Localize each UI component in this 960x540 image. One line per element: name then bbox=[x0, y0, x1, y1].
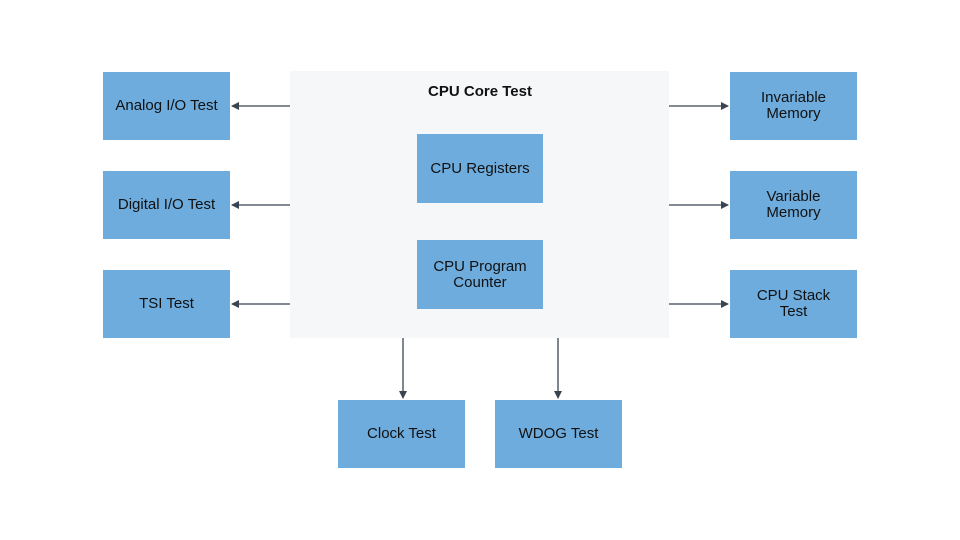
analog-io-test-box: Analog I/O Test bbox=[103, 72, 230, 140]
cpu-stack-test-box: CPU Stack Test bbox=[730, 270, 857, 338]
variable-memory-label: Variable Memory bbox=[766, 188, 821, 221]
digital-io-test-label: Digital I/O Test bbox=[117, 196, 216, 213]
analog-io-test-label: Analog I/O Test bbox=[115, 97, 218, 114]
tsi-test-label: TSI Test bbox=[139, 295, 194, 312]
cpu-stack-test-label: CPU Stack Test bbox=[756, 287, 831, 320]
cpu-registers-label: CPU Registers bbox=[430, 159, 530, 177]
invariable-memory-box: Invariable Memory bbox=[730, 72, 857, 140]
invariable-memory-label: Invariable Memory bbox=[760, 89, 827, 122]
cpu-registers-box: CPU Registers bbox=[417, 134, 543, 203]
cpu-program-counter-label: CPU Program Counter bbox=[433, 257, 527, 291]
tsi-test-box: TSI Test bbox=[103, 270, 230, 338]
wdog-test-box: WDOG Test bbox=[495, 400, 622, 468]
clock-test-label: Clock Test bbox=[367, 425, 436, 442]
cpu-program-counter-box: CPU Program Counter bbox=[417, 240, 543, 309]
wdog-test-label: WDOG Test bbox=[518, 425, 599, 442]
clock-test-box: Clock Test bbox=[338, 400, 465, 468]
digital-io-test-box: Digital I/O Test bbox=[103, 171, 230, 239]
variable-memory-box: Variable Memory bbox=[730, 171, 857, 239]
cpu-core-test-title: CPU Core Test bbox=[428, 83, 532, 100]
